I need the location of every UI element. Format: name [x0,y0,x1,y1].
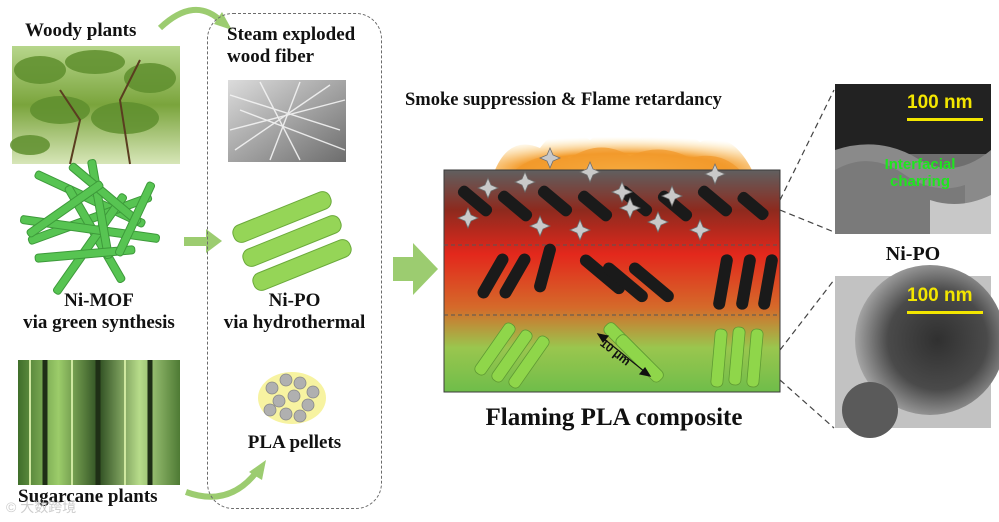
watermark-text: © 大数跨境 [6,499,77,515]
sugarcane-plants-label: Sugarcane plants [18,486,158,507]
steam-exploded-fiber-photo [228,80,346,162]
ni-po-hydrothermal-label: Ni-PO via hydrothermal [223,290,366,333]
charred-rods-top [457,185,769,222]
pla-pellets-illustration [258,372,326,424]
ni-po-rods-illustration [232,191,352,291]
connector-lines [779,89,835,429]
tem-image-top [835,84,991,234]
ni-po-tem-label: Ni-PO [885,243,941,265]
steam-exploded-fiber-label: Steam exploded wood fiber [227,24,356,67]
smoke-particles [456,146,727,242]
green-rods-bottom [474,322,764,389]
arrow-right-small-icon [184,229,222,253]
flaming-pla-composite-caption: Flaming PLA composite [485,404,743,431]
flames-illustration [495,128,752,170]
woody-plants-photo [10,46,180,165]
tem-top-scale-label: 100 nm [907,92,973,113]
tem-image-bottom [835,265,999,438]
ni-mof-rods-illustration [20,159,160,295]
middle-column-frame [207,13,382,509]
tem-bottom-scale-bar [907,311,983,314]
charred-rods-middle [477,243,778,310]
pla-pellets-label: PLA pellets [247,432,342,453]
tem-bottom-scale-label: 100 nm [907,285,973,306]
sugarcane-plants-photo [18,360,180,485]
woody-plants-label: Woody plants [25,20,137,41]
interfacial-charring-label: Interfacial charring [884,156,956,191]
tem-top-scale-bar [907,118,983,121]
ni-mof-label: Ni-MOF via green synthesis [23,290,175,333]
scale-measure-arrow [596,333,652,377]
smoke-suppression-caption: Smoke suppression & Flame retardancy [405,90,722,110]
arrow-right-large-icon [393,243,438,295]
